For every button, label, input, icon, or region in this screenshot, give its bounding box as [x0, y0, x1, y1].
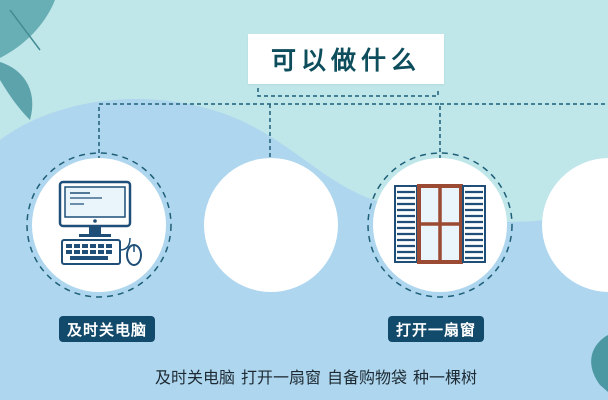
leaf-decoration-bottom-right	[591, 335, 608, 392]
card-label-window-text: 打开一扇窗	[396, 320, 477, 339]
dashed-rings	[26, 152, 513, 298]
card-window[interactable]	[373, 158, 507, 292]
card-label-computer[interactable]: 及时关电脑	[59, 316, 156, 342]
window-frame	[417, 184, 463, 264]
shutter-left	[394, 185, 418, 263]
caption-item: 自备购物袋	[327, 368, 408, 387]
card-computer[interactable]	[32, 158, 166, 292]
leaf-decoration-top-left	[0, 0, 55, 120]
connector-lines	[98, 88, 608, 160]
page-title: 可以做什么	[270, 46, 421, 75]
caption-item: 打开一扇窗	[241, 368, 322, 387]
caption-item: 及时关电脑	[155, 368, 236, 387]
title-box: 可以做什么	[248, 34, 444, 84]
window-icon	[394, 184, 486, 264]
card-label-window[interactable]: 打开一扇窗	[388, 316, 485, 342]
shutter-right	[462, 185, 486, 263]
computer-icon	[58, 180, 142, 266]
card-label-computer-text: 及时关电脑	[67, 320, 148, 339]
card-blank-1[interactable]	[204, 158, 338, 292]
caption-item: 种一棵树	[413, 368, 478, 387]
caption-line: 及时关电脑打开一扇窗自备购物袋种一棵树	[155, 364, 477, 388]
